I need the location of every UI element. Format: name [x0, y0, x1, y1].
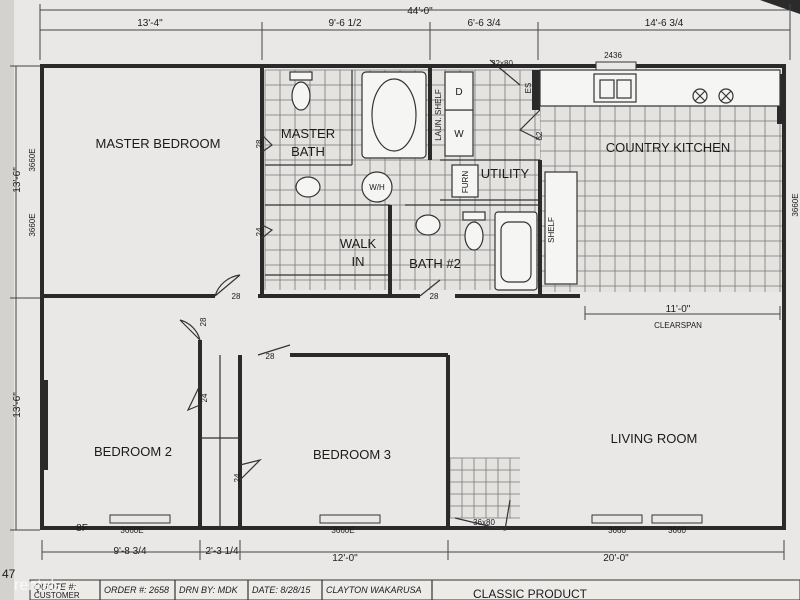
- window-size-3660e-c: 3660E: [120, 526, 143, 535]
- dim-bottom-3: 12'-0": [332, 553, 358, 564]
- dim-bottom-1: 9'-8 3/4: [113, 546, 146, 557]
- kitchen-shelf-label: SHELF: [547, 217, 556, 243]
- window-size-3660-a: 3660: [608, 526, 626, 535]
- dim-bottom-4: 20'-0": [603, 553, 629, 564]
- title-quote: QUOTE #:: [34, 582, 77, 592]
- water-heater: W/H: [361, 171, 393, 203]
- bath2-tub: [494, 211, 538, 291]
- dim-top-1: 13'-4": [137, 18, 163, 29]
- title-date: DATE: 8/28/15: [252, 585, 311, 595]
- door-size-24-b: 24: [200, 393, 209, 402]
- window-size-3660-b: 3660: [668, 526, 686, 535]
- furnace-label: FURN: [461, 171, 470, 193]
- dim-overall-width: 44'-0": [407, 6, 433, 17]
- paper-edge: [0, 0, 14, 600]
- room-country-kitchen: COUNTRY KITCHEN: [606, 140, 730, 155]
- top-dimensions: [39, 4, 791, 60]
- outlet-mark: 8F: [76, 523, 88, 534]
- windows: [109, 61, 703, 524]
- master-sink: [295, 176, 321, 198]
- bath2-toilet: [462, 211, 486, 251]
- door-size-28-b: 28: [430, 292, 439, 301]
- door-size-28-a: 28: [232, 292, 241, 301]
- clearspan-label: CLEARSPAN: [654, 321, 702, 330]
- bottom-dimensions: [41, 540, 785, 560]
- window-left-3660e-a: 3660E: [28, 148, 37, 171]
- sheet-edge-number: 47: [2, 567, 16, 581]
- door-size-24-c: 24: [233, 473, 242, 482]
- dim-top-3: 6'-6 3/4: [467, 18, 500, 29]
- window-size-2436: 2436: [604, 51, 622, 60]
- kitchen-tile-grid: [539, 105, 782, 292]
- bath2-sink: [415, 214, 441, 236]
- title-product: CLASSIC PRODUCT: [473, 587, 588, 600]
- door-swings: [179, 59, 541, 531]
- interior-walls: [42, 66, 580, 528]
- door-size-24-a: 24: [255, 227, 264, 236]
- window-right-3660e: 3660E: [791, 193, 800, 216]
- title-drawn-by: DRN BY: MDK: [179, 585, 239, 595]
- room-bedroom-2: BEDROOM 2: [94, 444, 172, 459]
- door-size-28-d: 28: [266, 352, 275, 361]
- clearspan-dimension: [584, 306, 781, 320]
- room-bath-2: BATH #2: [409, 256, 461, 271]
- room-living-room: LIVING ROOM: [611, 431, 698, 446]
- master-toilet: [289, 71, 313, 111]
- es-label: ES: [524, 83, 533, 94]
- title-block: [29, 579, 800, 600]
- laundry-appliances: W D FURN: [444, 71, 479, 198]
- water-heater-label: W/H: [369, 183, 385, 192]
- dryer-label: D: [455, 87, 462, 98]
- title-order: ORDER #: 2658: [104, 585, 169, 595]
- dim-top-4: 14'-6 3/4: [645, 18, 684, 29]
- door-size-32x80: 32x80: [491, 59, 513, 68]
- entry-tile-grid: [449, 457, 520, 519]
- window-left-3660e-b: 3660E: [28, 213, 37, 236]
- dim-bottom-2: 2'-3 1/4: [205, 546, 238, 557]
- room-bedroom-3: BEDROOM 3: [313, 447, 391, 462]
- left-dimensions: [10, 65, 40, 531]
- dim-left-bottom: 13'-6": [12, 392, 23, 418]
- room-master-bedroom: MASTER BEDROOM: [96, 136, 221, 151]
- washer-label: W: [454, 129, 464, 140]
- master-tub: [361, 71, 427, 159]
- dim-top-2: 9'-6 1/2: [328, 18, 361, 29]
- watermark: rentals: [14, 577, 62, 594]
- room-utility: UTILITY: [481, 166, 530, 181]
- laundry-shelf-label: LAUN. SHELF: [434, 89, 443, 141]
- kitchen-counters: [539, 69, 781, 285]
- door-size-28-c: 28: [199, 317, 208, 326]
- door-size-28-e: 28: [255, 139, 264, 148]
- title-customer: CUSTOMER: [34, 591, 80, 600]
- door-size-36x80: 36x80: [473, 518, 495, 527]
- dim-clearspan: 11'-0": [666, 304, 691, 315]
- door-size-32: 32: [535, 131, 544, 140]
- dim-left-top: 13'-6": [12, 167, 23, 193]
- title-plant: CLAYTON WAKARUSA: [326, 585, 422, 595]
- window-size-3660e-d: 3660E: [331, 526, 354, 535]
